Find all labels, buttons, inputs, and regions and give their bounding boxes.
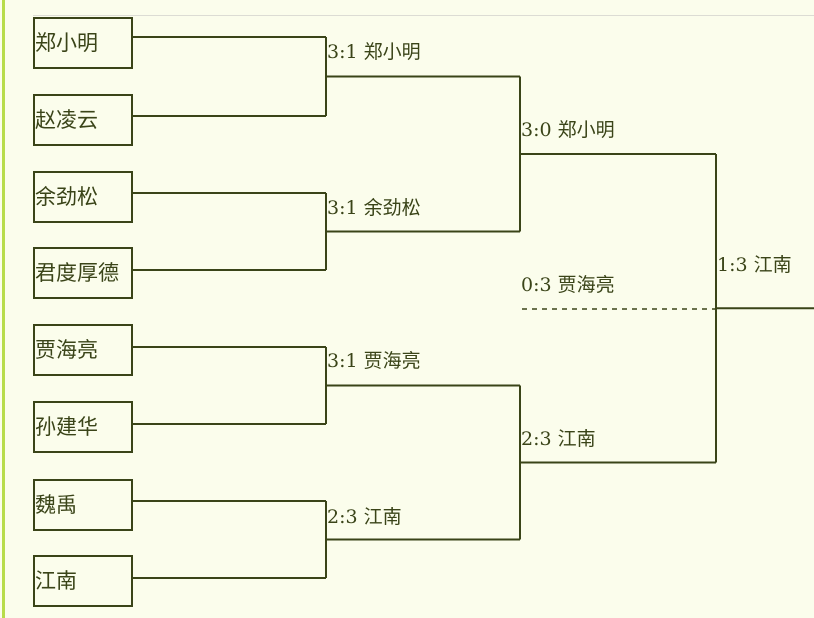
left-accent-bar <box>2 0 5 618</box>
final-result: 1:3 江南 <box>717 254 792 276</box>
player-box: 孙建华 <box>33 401 133 453</box>
player-box: 赵凌云 <box>33 94 133 146</box>
semifinal-result: 3:0 郑小明 <box>521 119 615 141</box>
round1-result: 2:3 江南 <box>327 506 402 528</box>
round1-result: 3:1 余劲松 <box>327 197 421 219</box>
top-strip <box>33 0 814 16</box>
third-place-result: 0:3 贾海亮 <box>521 274 615 296</box>
player-box: 君度厚德 <box>33 247 133 299</box>
player-box: 魏禹 <box>33 479 133 531</box>
round1-result: 3:1 贾海亮 <box>327 350 421 372</box>
round1-result: 3:1 郑小明 <box>327 41 421 63</box>
player-box: 余劲松 <box>33 171 133 223</box>
semifinal-result: 2:3 江南 <box>521 428 596 450</box>
player-box: 江南 <box>33 555 133 607</box>
player-box: 郑小明 <box>33 17 133 69</box>
player-box: 贾海亮 <box>33 324 133 376</box>
